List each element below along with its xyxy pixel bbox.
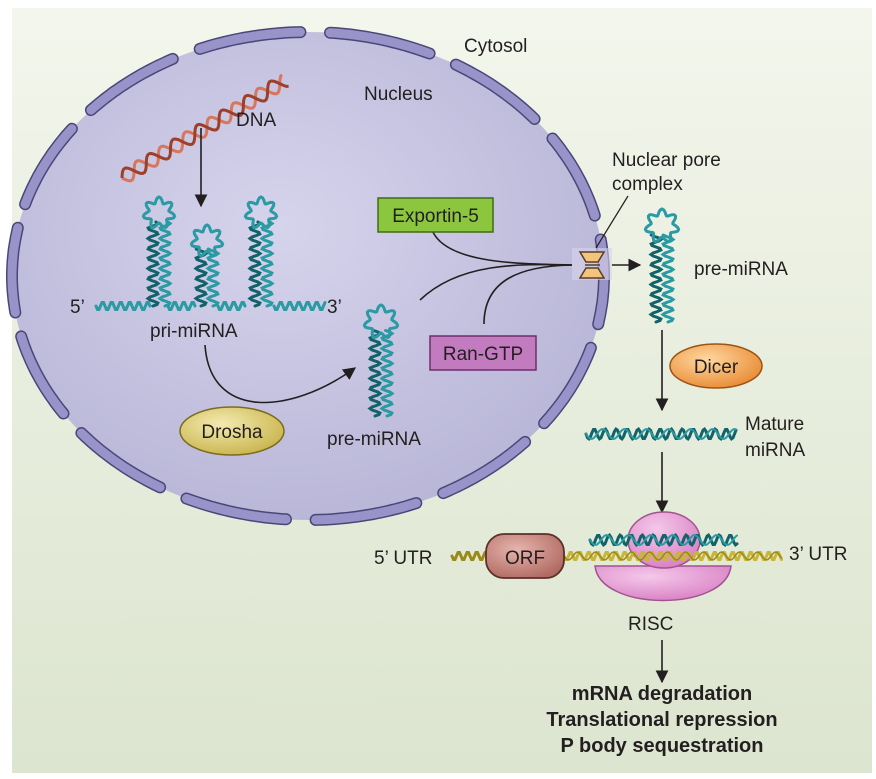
envelope-segment-fill xyxy=(86,54,178,115)
outcome-translational-repression: Translational repression xyxy=(546,709,777,731)
orf-label: ORF xyxy=(505,548,545,569)
pre-mirna-nucleus-label: pre-miRNA xyxy=(327,429,421,450)
orf-block xyxy=(485,533,565,579)
export-line-exportin xyxy=(431,229,573,266)
strand-segment xyxy=(563,551,783,561)
envelope-segment-fill xyxy=(539,343,596,428)
strand-segment xyxy=(450,551,487,561)
drosha-label: Drosha xyxy=(201,422,263,443)
envelope-segment-fill xyxy=(438,437,530,498)
strand-segment xyxy=(157,220,173,308)
pri-mirna-structure xyxy=(94,195,327,311)
envelope-segment-fill xyxy=(76,428,165,492)
envelope-segment-fill xyxy=(20,124,77,209)
pri-mirna-label: pri-miRNA xyxy=(150,321,238,342)
hairpin-loop xyxy=(189,223,225,258)
nuclear-pore-label-line2: complex xyxy=(612,174,683,195)
strand-segment xyxy=(247,220,263,308)
envelope-segment-fill xyxy=(181,494,291,524)
nuclear-pore-leader xyxy=(595,195,629,249)
export-line-ran-gtp xyxy=(483,264,573,325)
utr5-label: 5’ UTR xyxy=(374,548,432,569)
mature-mirna-strand xyxy=(584,426,738,442)
hairpin-loop xyxy=(643,207,681,244)
dna-helix xyxy=(120,73,289,183)
envelope-segment-fill xyxy=(16,331,68,418)
arrow-drosha-processing xyxy=(204,344,357,404)
mrna-strand xyxy=(450,551,783,561)
strand-segment xyxy=(589,533,738,547)
utr3-label: 3’ UTR xyxy=(789,544,847,565)
exportin-5-box xyxy=(377,197,494,233)
strand-segment xyxy=(272,301,327,311)
dna-label: DNA xyxy=(236,110,276,131)
envelope-segment-fill xyxy=(7,223,23,317)
strand-segment xyxy=(585,427,737,441)
ran-gtp-box xyxy=(429,335,537,371)
mature-mirna-label-line2: miRNA xyxy=(745,440,805,461)
nucleus-label: Nucleus xyxy=(364,84,433,105)
nuclear-pore-complex xyxy=(572,248,612,280)
strand-segment xyxy=(205,247,221,308)
drosha-enzyme xyxy=(179,406,285,456)
envelope-segment-fill xyxy=(195,27,305,54)
strand-segment xyxy=(94,301,152,311)
strand-segment xyxy=(660,233,676,324)
ran-gtp-label: Ran-GTP xyxy=(443,344,523,365)
pre-mirna-hairpin-cytosol xyxy=(643,207,681,324)
hairpin-loop xyxy=(141,195,177,230)
risc-label: RISC xyxy=(628,614,673,635)
strand-segment xyxy=(259,220,275,308)
strand-segment xyxy=(216,301,247,311)
outcome-mrna-degradation: mRNA degradation xyxy=(572,683,752,705)
strand-segment xyxy=(379,329,395,418)
pre-mirna-cytosol-label: pre-miRNA xyxy=(694,259,788,280)
envelope-segment-fill xyxy=(451,60,540,124)
nuclear-pore-label-line1: Nuclear pore xyxy=(612,150,721,171)
cytosol-label: Cytosol xyxy=(464,36,527,57)
strand-segment xyxy=(367,329,383,418)
outcome-p-body-sequestration: P body sequestration xyxy=(560,735,763,757)
mature-mirna-label-line1: Mature xyxy=(745,414,804,435)
pre-mirna-hairpin-nucleus xyxy=(362,303,400,418)
risc-bound-mirna xyxy=(588,532,739,548)
envelope-segment-fill xyxy=(325,28,435,58)
envelope-segment-fill xyxy=(311,498,421,525)
nucleus xyxy=(12,32,604,520)
strand-segment xyxy=(193,247,209,308)
three-prime-label: 3’ xyxy=(327,297,342,318)
five-prime-label: 5’ xyxy=(70,297,85,318)
hairpin-loop xyxy=(243,195,279,230)
envelope-segment-fill xyxy=(548,134,600,221)
exportin-5-label: Exportin-5 xyxy=(392,206,479,227)
nuclear-envelope xyxy=(5,26,610,526)
strand-segment xyxy=(145,220,161,308)
strand-segment xyxy=(648,233,664,324)
dicer-label: Dicer xyxy=(694,357,739,378)
dicer-enzyme xyxy=(669,343,763,389)
hairpin-loop xyxy=(362,303,400,340)
strand-segment xyxy=(166,301,197,311)
